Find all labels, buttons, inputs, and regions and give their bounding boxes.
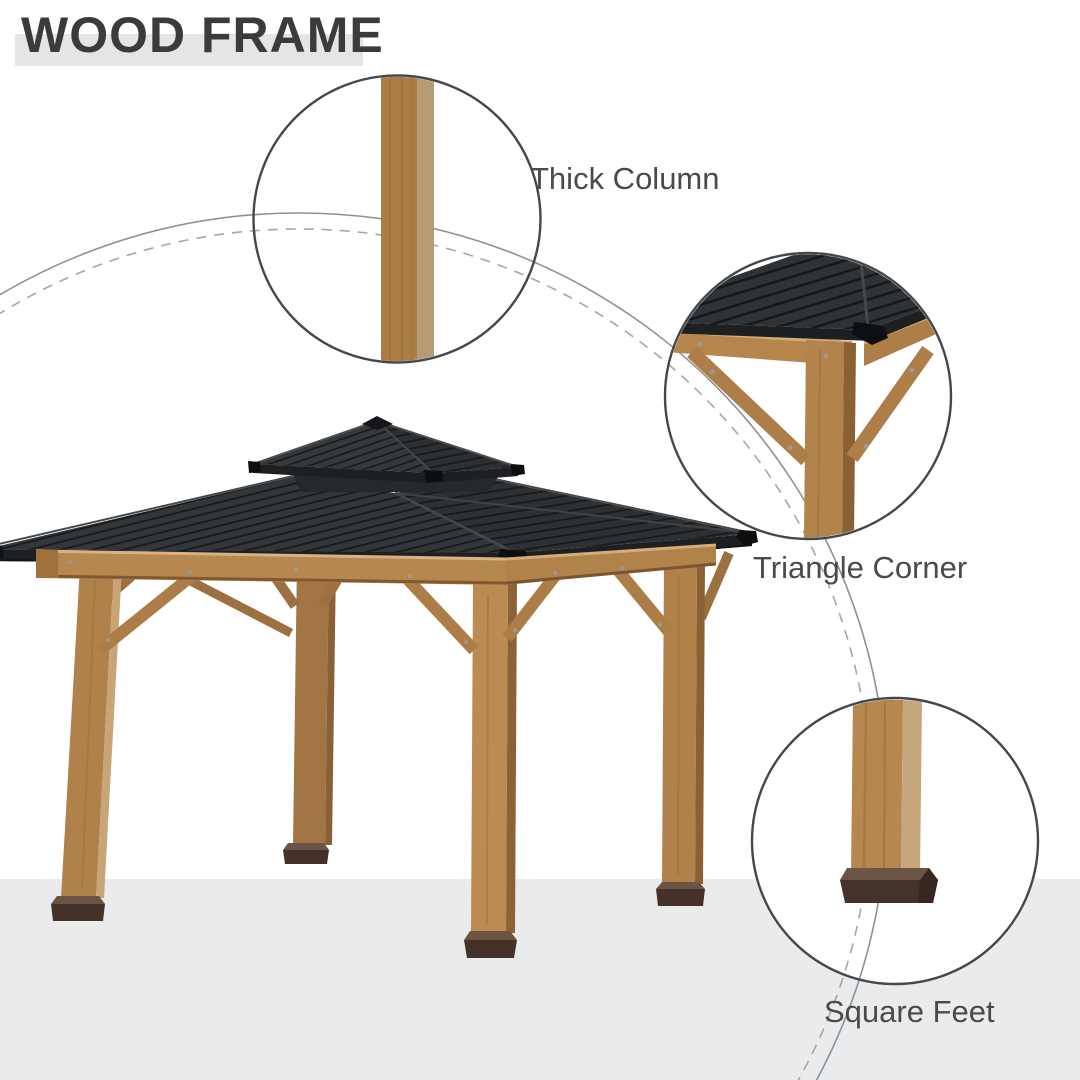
title-highlight-bar xyxy=(15,34,363,66)
thick-column-detail xyxy=(381,77,434,361)
top-tier-roof xyxy=(248,416,525,483)
square-feet-circle xyxy=(750,696,1040,986)
triangle-corner-circle xyxy=(663,251,953,541)
square-feet-detail xyxy=(840,699,938,903)
triangle-corner-label: Triangle Corner xyxy=(753,550,968,585)
gazebo-illustration xyxy=(0,416,758,958)
page-title: WOOD FRAME xyxy=(21,7,384,63)
thick-column-label: Thick Column xyxy=(530,161,720,196)
square-feet-label: Square Feet xyxy=(824,994,995,1029)
gazebo-beams xyxy=(35,543,717,585)
thick-column-circle xyxy=(252,74,542,364)
screw-dots xyxy=(68,560,662,644)
callout-circle-borders xyxy=(252,74,1040,986)
main-roof xyxy=(0,475,758,566)
